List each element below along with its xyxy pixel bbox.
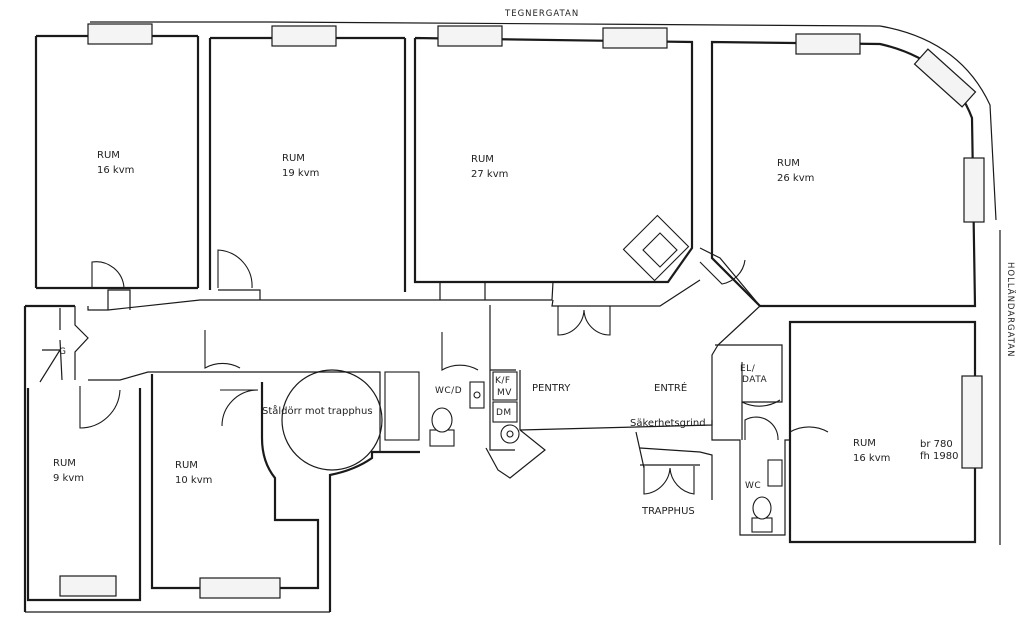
label-data: DATA [742,375,768,385]
window-1 [87,23,153,45]
door-wc-d [441,332,479,371]
svg-text:27 kvm: 27 kvm [471,169,508,180]
window-9 [59,575,117,597]
window-2 [271,25,337,47]
door-width-label: br 780 [920,439,953,450]
label-wc-d: WC/D [435,386,462,396]
svg-text:RUM: RUM [471,154,494,165]
label-kf: K/F [495,376,511,386]
door-rum-26 [699,259,746,285]
wc-toilet-tank [751,517,773,533]
label-entre: ENTRÉ [654,381,687,394]
window-8 [961,375,983,469]
label-staldorr: Ståldörr mot trapphus [262,404,373,417]
svg-text:RUM: RUM [97,150,120,161]
label-wc: WC [745,481,761,491]
windows [59,23,985,599]
outer-walls [23,34,977,612]
svg-text:26 kvm: 26 kvm [777,173,814,184]
street-name-north: TEGNERGATAN [504,9,579,19]
label-dm: DM [496,408,512,418]
svg-text:9 kvm: 9 kvm [53,473,84,484]
label-pentry: PENTRY [532,383,571,394]
label-el: EL/ [740,364,756,374]
wc-toilet-bowl [752,496,772,520]
street-name-east: HOLLÄNDARGATAN [1005,262,1016,358]
svg-text:16 kvm: 16 kvm [853,453,890,464]
chimney [622,214,690,282]
door-rum-16a [91,261,125,289]
doors [79,249,829,495]
wc-d-cabinet [384,371,420,441]
label-sakerhetsgrind: Säkerhetsgrind [630,418,706,429]
room-label-rum-16b: RUM 16 kvm br 780 fh 1980 [853,438,959,464]
wc-sink [767,459,783,487]
wc-d-toilet-bowl [431,407,453,433]
window-10 [199,577,281,599]
door-rum-19 [217,249,253,289]
door-closet [220,389,259,427]
wc-fixtures [751,459,783,533]
label-g: G [59,347,66,357]
window-3 [437,25,503,47]
door-wc [744,416,779,441]
kf-cabinet [492,371,518,401]
dm-cabinet [492,401,518,423]
room-label-rum-19: RUM 19 kvm [282,153,319,179]
window-4 [602,27,668,49]
room-label-rum-16a: RUM 16 kvm [97,150,134,176]
door-rum-16b [789,395,829,433]
svg-text:RUM: RUM [175,460,198,471]
wc-d-drain [473,391,481,399]
door-el-data [741,362,781,407]
security-gate [635,431,645,469]
wc-d-fixtures [384,371,520,447]
room-label-rum-26: RUM 26 kvm [777,158,814,184]
street-boundary [25,21,1001,613]
room-label-rum-27: RUM 27 kvm [471,154,508,180]
window-7 [963,157,985,223]
interior-walls [39,247,790,536]
door-trapphus [643,466,695,495]
svg-text:RUM: RUM [282,153,305,164]
door-height-label: fh 1980 [920,451,959,462]
svg-text:RUM: RUM [853,438,876,449]
window-6 [913,48,977,108]
room-label-rum-9: RUM 9 kvm [53,458,84,484]
room-label-rum-10: RUM 10 kvm [175,460,212,486]
pentry-sink-drain [506,430,514,438]
label-trapphus: TRAPPHUS [641,506,695,517]
svg-text:19 kvm: 19 kvm [282,168,319,179]
svg-text:16 kvm: 16 kvm [97,165,134,176]
window-5 [795,33,861,55]
door-rum-9 [79,386,121,429]
round-closet [281,369,383,471]
svg-text:RUM: RUM [53,458,76,469]
label-mv: MV [497,388,512,398]
door-rum-27 [557,306,611,336]
svg-text:10 kvm: 10 kvm [175,475,212,486]
svg-text:RUM: RUM [777,158,800,169]
door-rum-10 [204,330,241,369]
